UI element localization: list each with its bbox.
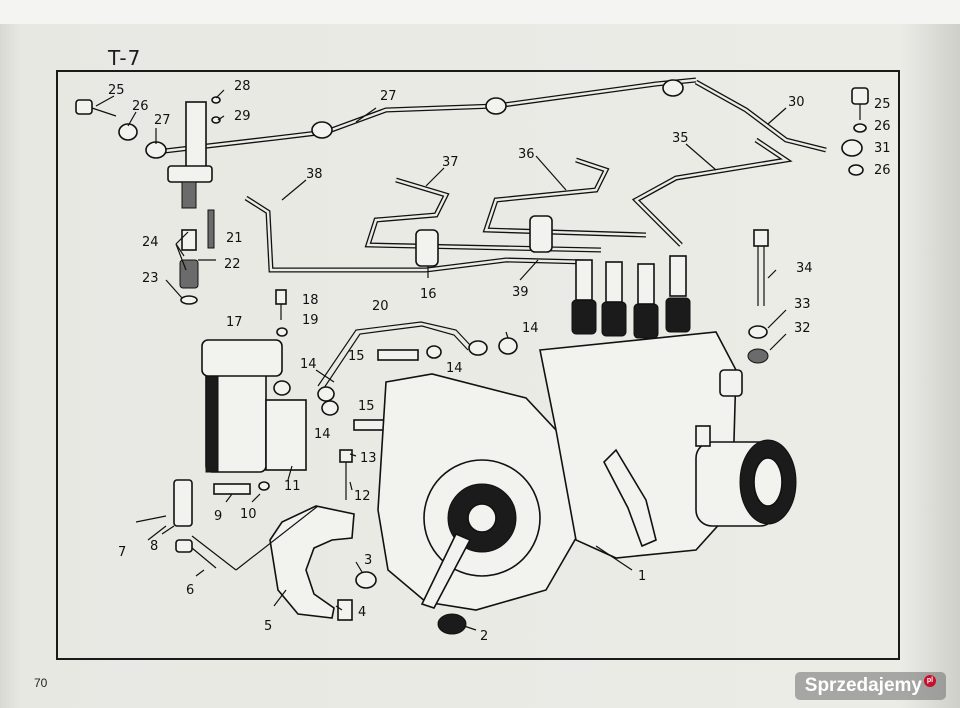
callout-27-top: 27 xyxy=(380,89,397,104)
callout-35: 35 xyxy=(672,131,689,146)
callout-6: 6 xyxy=(186,583,194,598)
callout-5: 5 xyxy=(264,619,272,634)
callout-18: 18 xyxy=(302,293,319,308)
callout-22: 22 xyxy=(224,257,241,272)
callout-26-right-upper: 26 xyxy=(874,119,891,134)
callout-12: 12 xyxy=(354,489,371,504)
right-banjo-parts xyxy=(747,87,869,364)
fuel-filter xyxy=(201,289,518,500)
callout-29: 29 xyxy=(234,109,251,124)
injector-assembly xyxy=(75,96,221,305)
callout-9: 9 xyxy=(214,509,222,524)
page-number: 70 xyxy=(34,676,48,690)
callout-7: 7 xyxy=(118,545,126,560)
callout-36: 36 xyxy=(518,147,535,162)
callout-15-upper: 15 xyxy=(348,349,365,364)
callout-34: 34 xyxy=(796,261,813,276)
callout-17: 17 xyxy=(226,315,243,330)
callout-14-line: 14 xyxy=(446,361,463,376)
callout-28: 28 xyxy=(234,79,251,94)
scan-top-edge xyxy=(0,0,960,24)
callout-2: 2 xyxy=(480,629,488,644)
callout-16: 16 xyxy=(420,287,437,302)
callout-8: 8 xyxy=(150,539,158,554)
callout-11: 11 xyxy=(284,479,301,494)
callout-15-lower: 15 xyxy=(358,399,375,414)
callout-13: 13 xyxy=(360,451,377,466)
callout-23: 23 xyxy=(142,271,159,286)
callout-4: 4 xyxy=(358,605,366,620)
callout-3: 3 xyxy=(364,553,372,568)
callout-39: 39 xyxy=(512,285,529,300)
fuel-lines xyxy=(155,77,827,389)
callout-25-right: 25 xyxy=(874,97,891,112)
sheet-title: T-7 xyxy=(108,46,142,70)
callout-38: 38 xyxy=(306,167,323,182)
callout-labels: 1 2 3 4 5 6 7 8 9 10 11 12 13 14 14 14 1… xyxy=(108,79,891,644)
callout-14-lower: 14 xyxy=(314,427,331,442)
leader-lines xyxy=(95,89,787,631)
exploded-diagram: 1 2 3 4 5 6 7 8 9 10 11 12 13 14 14 14 1… xyxy=(75,77,891,644)
callout-37: 37 xyxy=(442,155,459,170)
callout-27-left: 27 xyxy=(154,113,171,128)
adjusting-bracket xyxy=(135,479,377,621)
callout-31: 31 xyxy=(874,141,891,156)
callout-32: 32 xyxy=(794,321,811,336)
callout-14-filter: 14 xyxy=(300,357,317,372)
callout-19: 19 xyxy=(302,313,319,328)
callout-25-left: 25 xyxy=(108,83,125,98)
diagram-frame xyxy=(56,70,900,660)
callout-1: 1 xyxy=(638,569,646,584)
callout-20: 20 xyxy=(372,299,389,314)
callout-33: 33 xyxy=(794,297,811,312)
watermark-dot-icon: pl xyxy=(924,675,936,687)
callout-30: 30 xyxy=(788,95,805,110)
callout-26-left: 26 xyxy=(132,99,149,114)
callout-14-pump: 14 xyxy=(522,321,539,336)
injection-pump xyxy=(377,255,797,635)
callout-10: 10 xyxy=(240,507,257,522)
callout-26-right-lower: 26 xyxy=(874,163,891,178)
callout-21: 21 xyxy=(226,231,243,246)
callout-24: 24 xyxy=(142,235,159,250)
watermark-text: Sprzedajemy xyxy=(804,675,922,696)
